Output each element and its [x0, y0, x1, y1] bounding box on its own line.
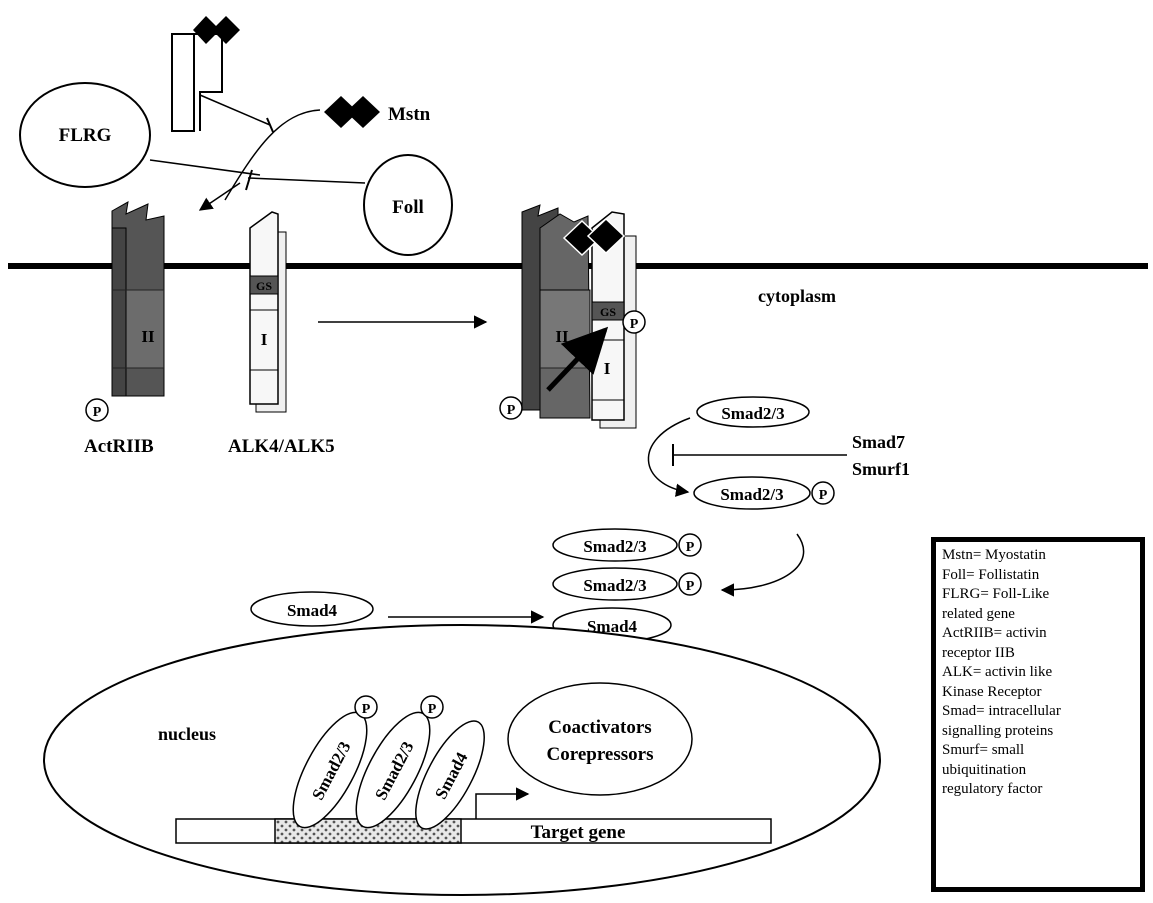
svg-text:P: P [819, 488, 828, 503]
mstn-binding-curve [225, 110, 320, 200]
svg-text:P: P [428, 702, 437, 717]
svg-text:P: P [507, 403, 516, 418]
legend-line: ALK= activin like [942, 663, 1134, 683]
svg-text:Smad2/3: Smad2/3 [583, 537, 646, 556]
propeptide-inhibition-line [200, 95, 270, 125]
mstn-to-receptor-arrow [200, 183, 240, 210]
alk-gs-label: GS [256, 279, 272, 293]
svg-text:P: P [630, 317, 639, 332]
legend-line: ubiquitination [942, 761, 1134, 781]
legend-line: receptor IIB [942, 644, 1134, 664]
svg-text:P: P [362, 702, 371, 717]
coactivators-ellipse [508, 683, 692, 795]
free-smad4-label: Smad4 [287, 601, 338, 620]
complex-domain-i: I [604, 359, 611, 378]
actriib-receptor [112, 202, 164, 396]
legend-line: Foll= Follistatin [942, 566, 1134, 586]
complex-domain-ii: II [555, 327, 569, 346]
dna-bar [176, 819, 771, 843]
legend-line: related gene [942, 605, 1134, 625]
legend-line: Kinase Receptor [942, 683, 1134, 703]
legend-line: FLRG= Foll-Like [942, 585, 1134, 605]
legend-box: Mstn= Myostatin Foll= Follistatin FLRG= … [931, 537, 1145, 892]
to-complex-curve [722, 534, 804, 590]
smurf1-label: Smurf1 [852, 459, 910, 479]
coactivators-label: Coactivators [548, 717, 651, 738]
alk-label: ALK4/ALK5 [228, 436, 335, 457]
smad23-label: Smad2/3 [721, 404, 784, 423]
mstn-dimer-icon [324, 96, 380, 128]
foll-inhibition-line [248, 178, 365, 183]
svg-text:Smad2/3: Smad2/3 [583, 576, 646, 595]
alk-receptor [250, 212, 286, 412]
svg-text:P: P [686, 540, 695, 555]
nucleus-label: nucleus [158, 724, 216, 744]
complex-gs-label: GS [600, 305, 616, 319]
legend-line: ActRIIB= activin [942, 624, 1134, 644]
legend-line: Smurf= small [942, 741, 1134, 761]
legend-line: Mstn= Myostatin [942, 546, 1134, 566]
target-gene-label: Target gene [531, 822, 626, 843]
svg-text:P: P [93, 405, 102, 420]
smad7-label: Smad7 [852, 432, 905, 452]
cytoplasm-label: cytoplasm [758, 286, 836, 306]
latent-myostatin-complex [172, 16, 240, 131]
actriib-domain-ii: II [141, 327, 155, 346]
foll-label: Foll [392, 197, 424, 218]
legend-line: regulatory factor [942, 780, 1134, 800]
legend-line: signalling proteins [942, 722, 1134, 742]
flrg-inhibition-line [150, 160, 260, 175]
svg-text:Smad2/3: Smad2/3 [720, 485, 783, 504]
flrg-label: FLRG [59, 125, 112, 146]
actriib-label: ActRIIB [84, 436, 154, 457]
legend-line: Smad= intracellular [942, 702, 1134, 722]
alk-domain-i: I [261, 330, 268, 349]
corepressors-label: Corepressors [547, 744, 654, 765]
active-receptor-complex [522, 205, 636, 428]
svg-text:P: P [686, 579, 695, 594]
mstn-label: Mstn [388, 104, 431, 125]
